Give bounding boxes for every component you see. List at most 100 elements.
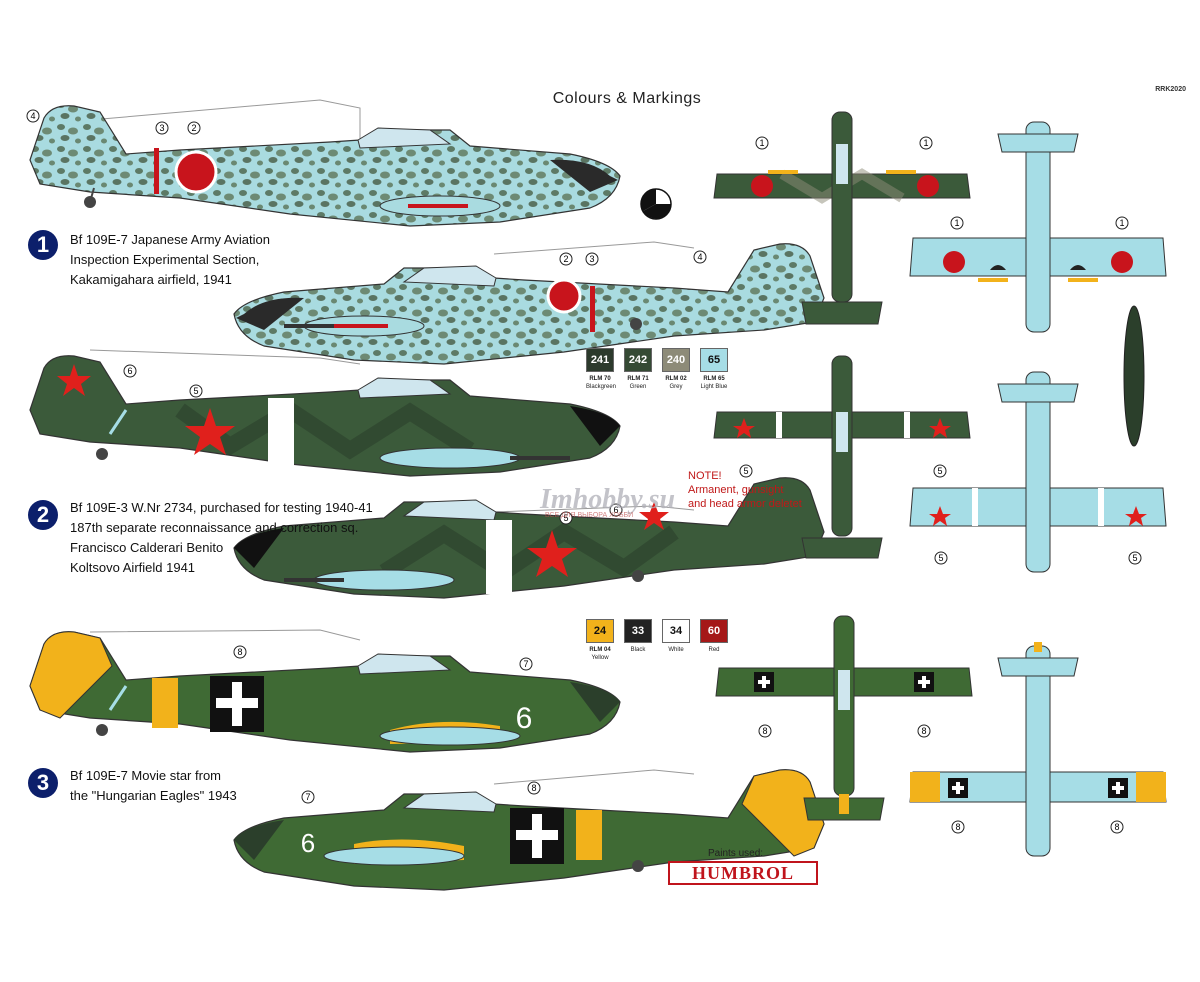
note-line: Armanent, gunsight bbox=[688, 484, 784, 496]
svg-text:5: 5 bbox=[1132, 553, 1137, 563]
swatch-color-box: 65 bbox=[700, 348, 728, 372]
swatch-color-box: 240 bbox=[662, 348, 690, 372]
svg-text:3: 3 bbox=[159, 123, 164, 133]
svg-text:2: 2 bbox=[563, 254, 568, 264]
swatch-color-box: 241 bbox=[586, 348, 614, 372]
scheme1-plan-callouts: 1 1 1 1 bbox=[755, 136, 1129, 230]
propeller-spinner-icon bbox=[640, 188, 672, 220]
swatch-name: Red bbox=[708, 647, 720, 653]
swatch-rlm: RLM 70 bbox=[589, 376, 611, 382]
swatch-rlm: RLM 65 bbox=[703, 376, 725, 382]
scheme1-plan-bottom bbox=[909, 121, 1167, 333]
swatch-color-box: 60 bbox=[700, 619, 728, 643]
caption-line: Francisco Calderari Benito bbox=[70, 540, 224, 555]
scheme2-callouts-bottom: 5 6 bbox=[559, 503, 623, 525]
svg-text:3: 3 bbox=[589, 254, 594, 264]
scheme2-plan-bottom bbox=[909, 371, 1167, 573]
svg-text:6: 6 bbox=[301, 828, 315, 858]
scheme2-plan-callouts: 5 5 5 5 bbox=[739, 464, 1142, 565]
scheme3-profile-bottom: 6 bbox=[233, 769, 825, 891]
swatch-color-box: 24 bbox=[586, 619, 614, 643]
svg-text:8: 8 bbox=[1114, 822, 1119, 832]
scheme-1-caption: Bf 109E-7 Japanese Army Aviation Inspect… bbox=[70, 230, 270, 290]
svg-text:7: 7 bbox=[523, 659, 528, 669]
svg-text:8: 8 bbox=[955, 822, 960, 832]
svg-text:6: 6 bbox=[127, 366, 132, 376]
svg-text:5: 5 bbox=[938, 553, 943, 563]
swatch-rlm: RLM 04 bbox=[589, 647, 611, 653]
swatch-name: Green bbox=[629, 384, 647, 390]
swatch-name: Light Blue bbox=[700, 384, 728, 390]
swatch-rlm: RLM 02 bbox=[665, 376, 687, 382]
caption-line: Koltsovo Airfield 1941 bbox=[70, 560, 196, 575]
note: NOTE! Armanent, gunsight and head armor … bbox=[688, 469, 802, 511]
scheme2-profile-bottom bbox=[233, 477, 825, 599]
note-line: and head armor deletet bbox=[688, 498, 802, 510]
svg-text:5: 5 bbox=[563, 513, 568, 523]
svg-text:5: 5 bbox=[937, 466, 942, 476]
svg-text:6: 6 bbox=[516, 702, 533, 735]
scheme1-profile-bottom bbox=[233, 241, 825, 365]
caption-line: the "Hungarian Eagles" 1943 bbox=[70, 788, 237, 803]
svg-text:8: 8 bbox=[531, 783, 536, 793]
svg-text:1: 1 bbox=[923, 138, 928, 148]
svg-text:4: 4 bbox=[30, 111, 35, 121]
svg-text:8: 8 bbox=[237, 647, 242, 657]
scheme-2-caption: Bf 109E-3 W.Nr 2734, purchased for testi… bbox=[70, 498, 373, 578]
humbrol-logo: HUMBROL bbox=[668, 861, 818, 885]
scheme-number-3: 3 bbox=[28, 768, 58, 798]
swatch-name: Grey bbox=[669, 384, 683, 390]
scheme3-callouts-bottom: 7 8 bbox=[301, 781, 541, 804]
swatch-color-box: 242 bbox=[624, 348, 652, 372]
svg-text:7: 7 bbox=[305, 792, 310, 802]
swatch-name: Black bbox=[630, 647, 646, 653]
scheme3-plan-callouts: 8 8 8 8 bbox=[758, 724, 1124, 834]
swatch-color-box: 34 bbox=[662, 619, 690, 643]
scheme-number-2: 2 bbox=[28, 500, 58, 530]
watermark-text: Imhobby.su bbox=[540, 484, 676, 515]
scheme2-profile-top bbox=[29, 349, 621, 477]
caption-line: Inspection Experimental Section, bbox=[70, 252, 260, 267]
svg-text:6: 6 bbox=[613, 505, 618, 515]
svg-text:4: 4 bbox=[697, 252, 702, 262]
scheme3-plan-bottom bbox=[909, 642, 1167, 857]
watermark-subtext: ВСЕ ДЛЯ ВЫБОРА ХОББИ bbox=[545, 512, 634, 519]
svg-text:1: 1 bbox=[954, 218, 959, 228]
caption-line: Bf 109E-3 W.Nr 2734, purchased for testi… bbox=[70, 500, 373, 515]
scheme2-plan-top bbox=[713, 355, 971, 559]
swatch-color-box: 33 bbox=[624, 619, 652, 643]
scheme1-profile-top bbox=[29, 99, 621, 227]
scheme2-callouts-top: 6 5 bbox=[123, 364, 203, 398]
propeller-blade bbox=[1123, 305, 1145, 447]
scheme1-callouts-top: 4 3 2 bbox=[26, 109, 201, 135]
svg-text:1: 1 bbox=[1119, 218, 1124, 228]
sheet-code: RRK2020 bbox=[1155, 86, 1186, 93]
scheme3-profile-top: 6 bbox=[29, 629, 621, 753]
svg-text:2: 2 bbox=[191, 123, 196, 133]
scheme1-plan-top bbox=[713, 111, 971, 325]
scheme-3-caption: Bf 109E-7 Movie star from the "Hungarian… bbox=[70, 766, 237, 806]
caption-line: Bf 109E-7 Japanese Army Aviation bbox=[70, 232, 270, 247]
svg-text:8: 8 bbox=[762, 726, 767, 736]
swatch-name: Blackgreen bbox=[586, 384, 617, 390]
caption-line: 187th separate reconnaissance and correc… bbox=[70, 520, 359, 535]
svg-text:1: 1 bbox=[759, 138, 764, 148]
svg-text:8: 8 bbox=[921, 726, 926, 736]
caption-line: Bf 109E-7 Movie star from bbox=[70, 768, 221, 783]
scheme-number-1: 1 bbox=[28, 230, 58, 260]
paints-label: Paints used: bbox=[708, 848, 764, 859]
scheme3-plan-top bbox=[715, 615, 973, 821]
svg-text:5: 5 bbox=[743, 466, 748, 476]
caption-line: Kakamigahara airfield, 1941 bbox=[70, 272, 232, 287]
scheme3-callouts-top: 8 7 bbox=[233, 645, 533, 671]
swatch-name: White bbox=[668, 647, 684, 653]
page-title: Colours & Markings bbox=[552, 90, 702, 107]
